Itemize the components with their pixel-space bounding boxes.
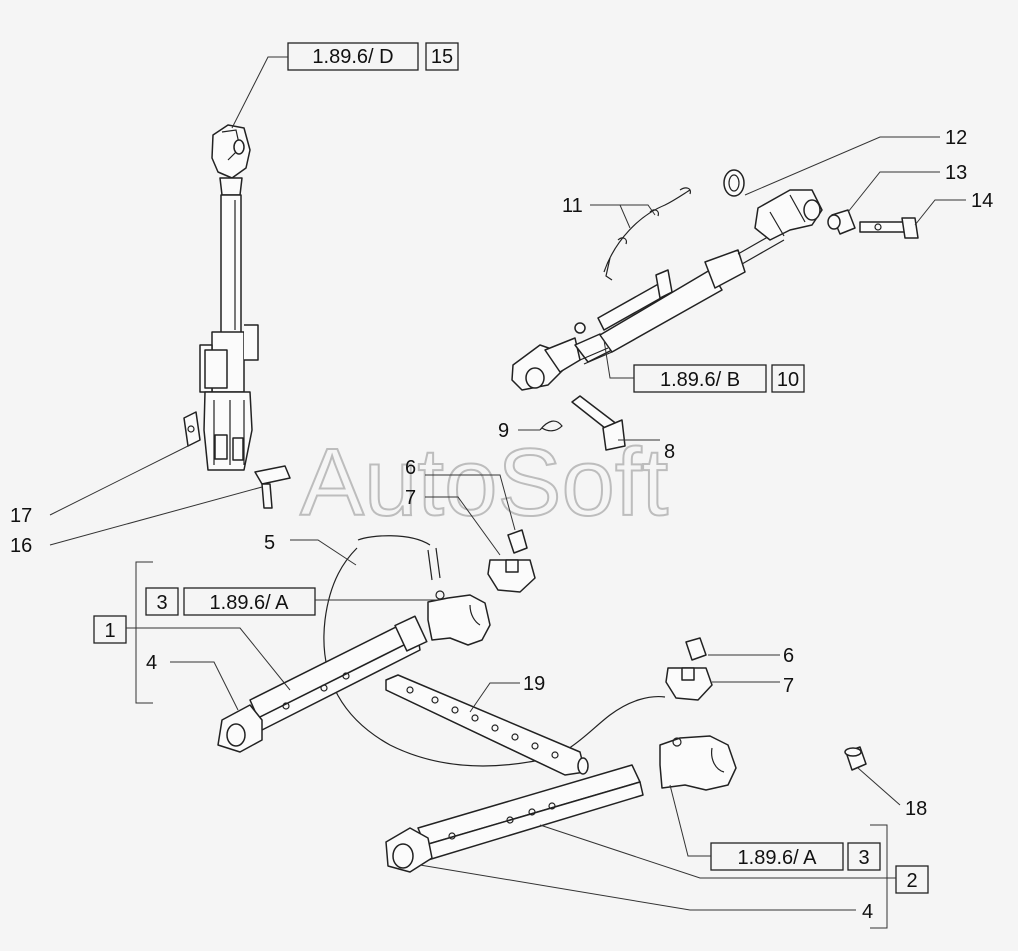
callout-16: 16 <box>10 486 263 557</box>
part-5-cable: 5 <box>264 532 666 767</box>
part-18-plug: 18 <box>844 746 927 820</box>
svg-text:6: 6 <box>783 645 794 667</box>
hydraulic-ref-number: 10 <box>777 369 799 391</box>
svg-text:7: 7 <box>405 487 416 509</box>
svg-text:7: 7 <box>783 675 794 697</box>
callout-4-right: 4 <box>419 864 873 923</box>
hydraulic-ref-code: 1.89.6/ B <box>660 369 740 391</box>
right-ref-code: 1.89.6/ A <box>738 847 818 869</box>
svg-text:4: 4 <box>146 652 157 674</box>
callout-5: 5 <box>264 532 275 554</box>
callout-11: 11 <box>562 195 583 217</box>
left-lower-link-assembly <box>217 590 491 753</box>
left-ref-code: 1.89.6/ A <box>210 592 290 614</box>
svg-text:13: 13 <box>945 162 967 184</box>
svg-text:17: 17 <box>10 505 32 527</box>
hydraulic-top-link-reference[interactable]: 1.89.6/ B 10 <box>603 339 805 393</box>
part-9-clip: 9 <box>498 420 563 442</box>
svg-text:4: 4 <box>862 901 873 923</box>
callout-8: 8 <box>664 441 675 463</box>
hydraulic-top-link-assembly <box>511 189 823 391</box>
top-link-ref-code: 1.89.6/ D <box>312 46 393 68</box>
top-link-ref-number: 15 <box>431 46 453 68</box>
callout-17: 17 <box>10 444 191 527</box>
callout-19: 19 <box>523 673 545 695</box>
left-lower-link-reference[interactable]: 3 1.89.6/ A <box>145 587 440 616</box>
part-12-clip: 12 <box>723 127 967 197</box>
left-group-bracket[interactable]: 1 <box>93 561 291 704</box>
part-6-top-cap: 6 <box>405 457 528 554</box>
svg-text:14: 14 <box>971 190 993 212</box>
part-7-top-latch: 7 <box>405 487 536 593</box>
part-11-check-chain: 11 <box>562 187 691 281</box>
right-group-bracket[interactable]: 2 <box>539 824 929 929</box>
right-lower-link-reference[interactable]: 1.89.6/ A 3 <box>669 784 881 871</box>
callout-4-left: 4 <box>146 652 239 711</box>
right-ref-number: 3 <box>858 847 869 869</box>
left-ref-number: 3 <box>156 592 167 614</box>
callout-9: 9 <box>498 420 509 442</box>
svg-text:6: 6 <box>405 457 416 479</box>
top-link-assembly <box>183 124 291 509</box>
svg-text:12: 12 <box>945 127 967 149</box>
group-2-label: 2 <box>906 870 917 892</box>
svg-text:18: 18 <box>905 798 927 820</box>
part-6-right-cap: 6 <box>685 637 794 667</box>
part-19-stabiliser-bar: 19 <box>385 673 589 776</box>
part-14-pin: 14 <box>859 190 993 239</box>
part-13-bushing: 13 <box>827 162 967 235</box>
svg-text:16: 16 <box>10 535 32 557</box>
top-link-reference[interactable]: 1.89.6/ D 15 <box>231 42 459 129</box>
part-7-right-latch: 7 <box>665 667 794 701</box>
part-8-pin: 8 <box>571 395 675 463</box>
right-lower-link-assembly <box>385 735 737 873</box>
group-1-label: 1 <box>104 620 115 642</box>
